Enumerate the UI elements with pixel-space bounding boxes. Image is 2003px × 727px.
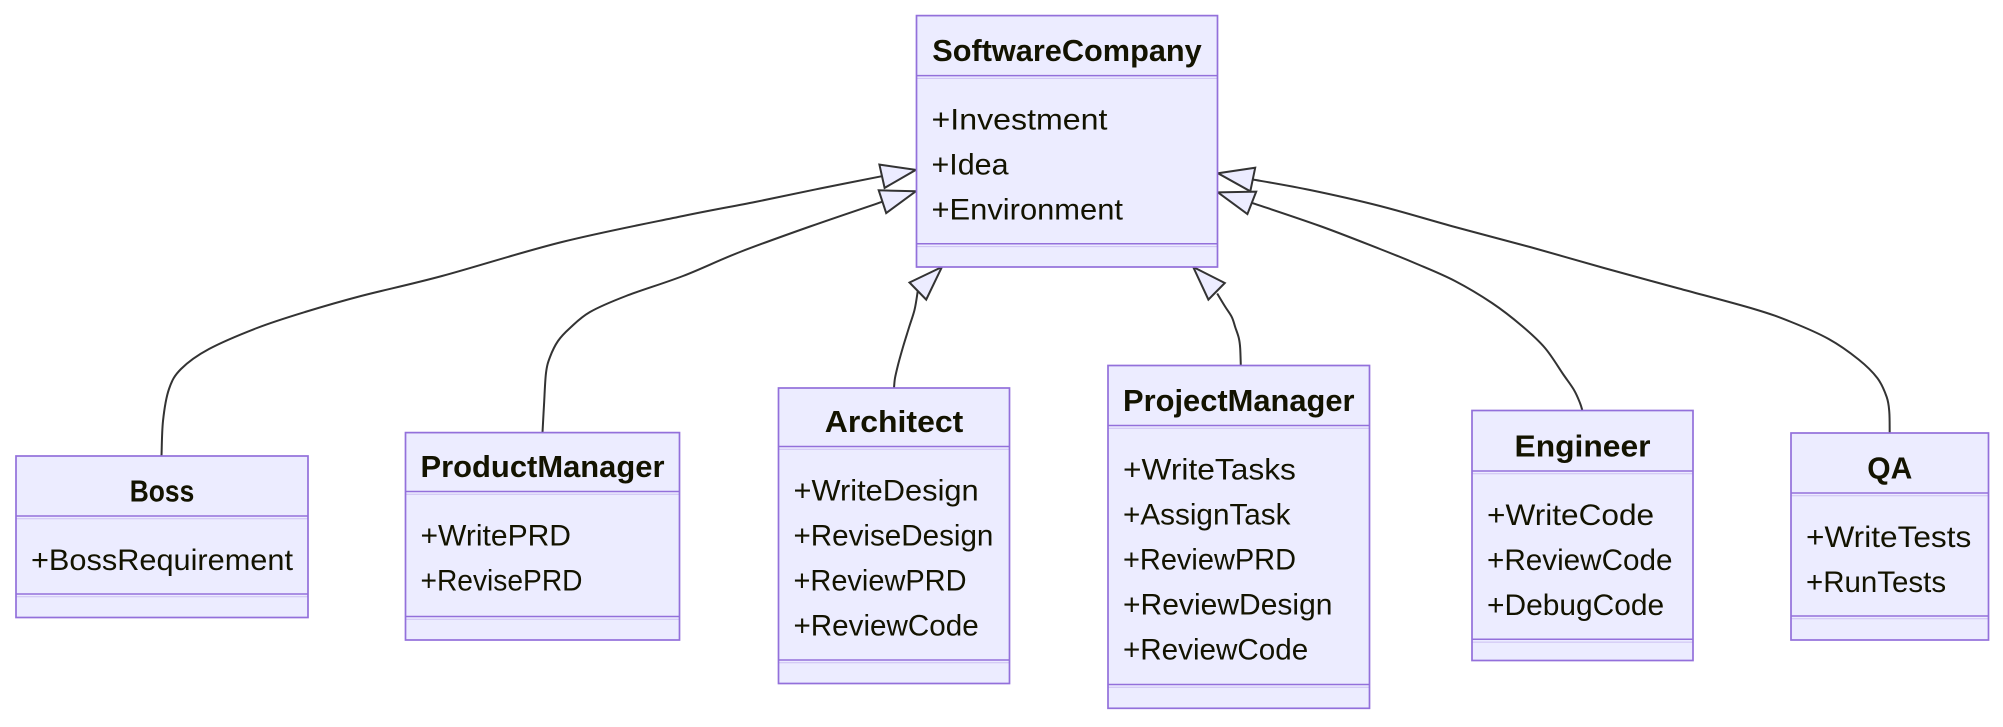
- svg-text:+ReviewDesign: +ReviewDesign: [1123, 589, 1333, 622]
- svg-text:+WriteDesign: +WriteDesign: [794, 475, 979, 508]
- svg-text:+RunTests: +RunTests: [1806, 566, 1946, 599]
- svg-text:+Environment: +Environment: [932, 194, 1124, 227]
- svg-text:+WritePRD: +WritePRD: [421, 520, 572, 553]
- svg-text:Boss: Boss: [130, 474, 195, 509]
- svg-text:+Investment: +Investment: [932, 104, 1109, 137]
- svg-text:+ReviewCode: +ReviewCode: [1487, 544, 1673, 577]
- svg-text:+ReviewCode: +ReviewCode: [794, 610, 979, 643]
- svg-text:Architect: Architect: [825, 404, 964, 439]
- svg-text:+ReviewPRD: +ReviewPRD: [794, 565, 967, 598]
- svg-text:SoftwareCompany: SoftwareCompany: [932, 33, 1202, 68]
- svg-text:+WriteTasks: +WriteTasks: [1123, 454, 1296, 487]
- svg-text:+BossRequirement: +BossRequirement: [31, 544, 294, 577]
- svg-text:ProductManager: ProductManager: [421, 449, 665, 484]
- svg-text:+RevisePRD: +RevisePRD: [421, 565, 583, 598]
- svg-text:+DebugCode: +DebugCode: [1487, 589, 1664, 622]
- svg-text:+ReviseDesign: +ReviseDesign: [794, 520, 994, 553]
- svg-text:+ReviewCode: +ReviewCode: [1123, 634, 1308, 667]
- svg-text:+ReviewPRD: +ReviewPRD: [1123, 544, 1296, 577]
- svg-text:+Idea: +Idea: [932, 149, 1009, 182]
- svg-text:+AssignTask: +AssignTask: [1123, 499, 1291, 532]
- svg-text:QA: QA: [1867, 451, 1912, 486]
- svg-text:Engineer: Engineer: [1515, 429, 1651, 464]
- svg-text:ProjectManager: ProjectManager: [1123, 383, 1355, 418]
- svg-text:+WriteCode: +WriteCode: [1487, 499, 1654, 532]
- svg-text:+WriteTests: +WriteTests: [1806, 521, 1971, 554]
